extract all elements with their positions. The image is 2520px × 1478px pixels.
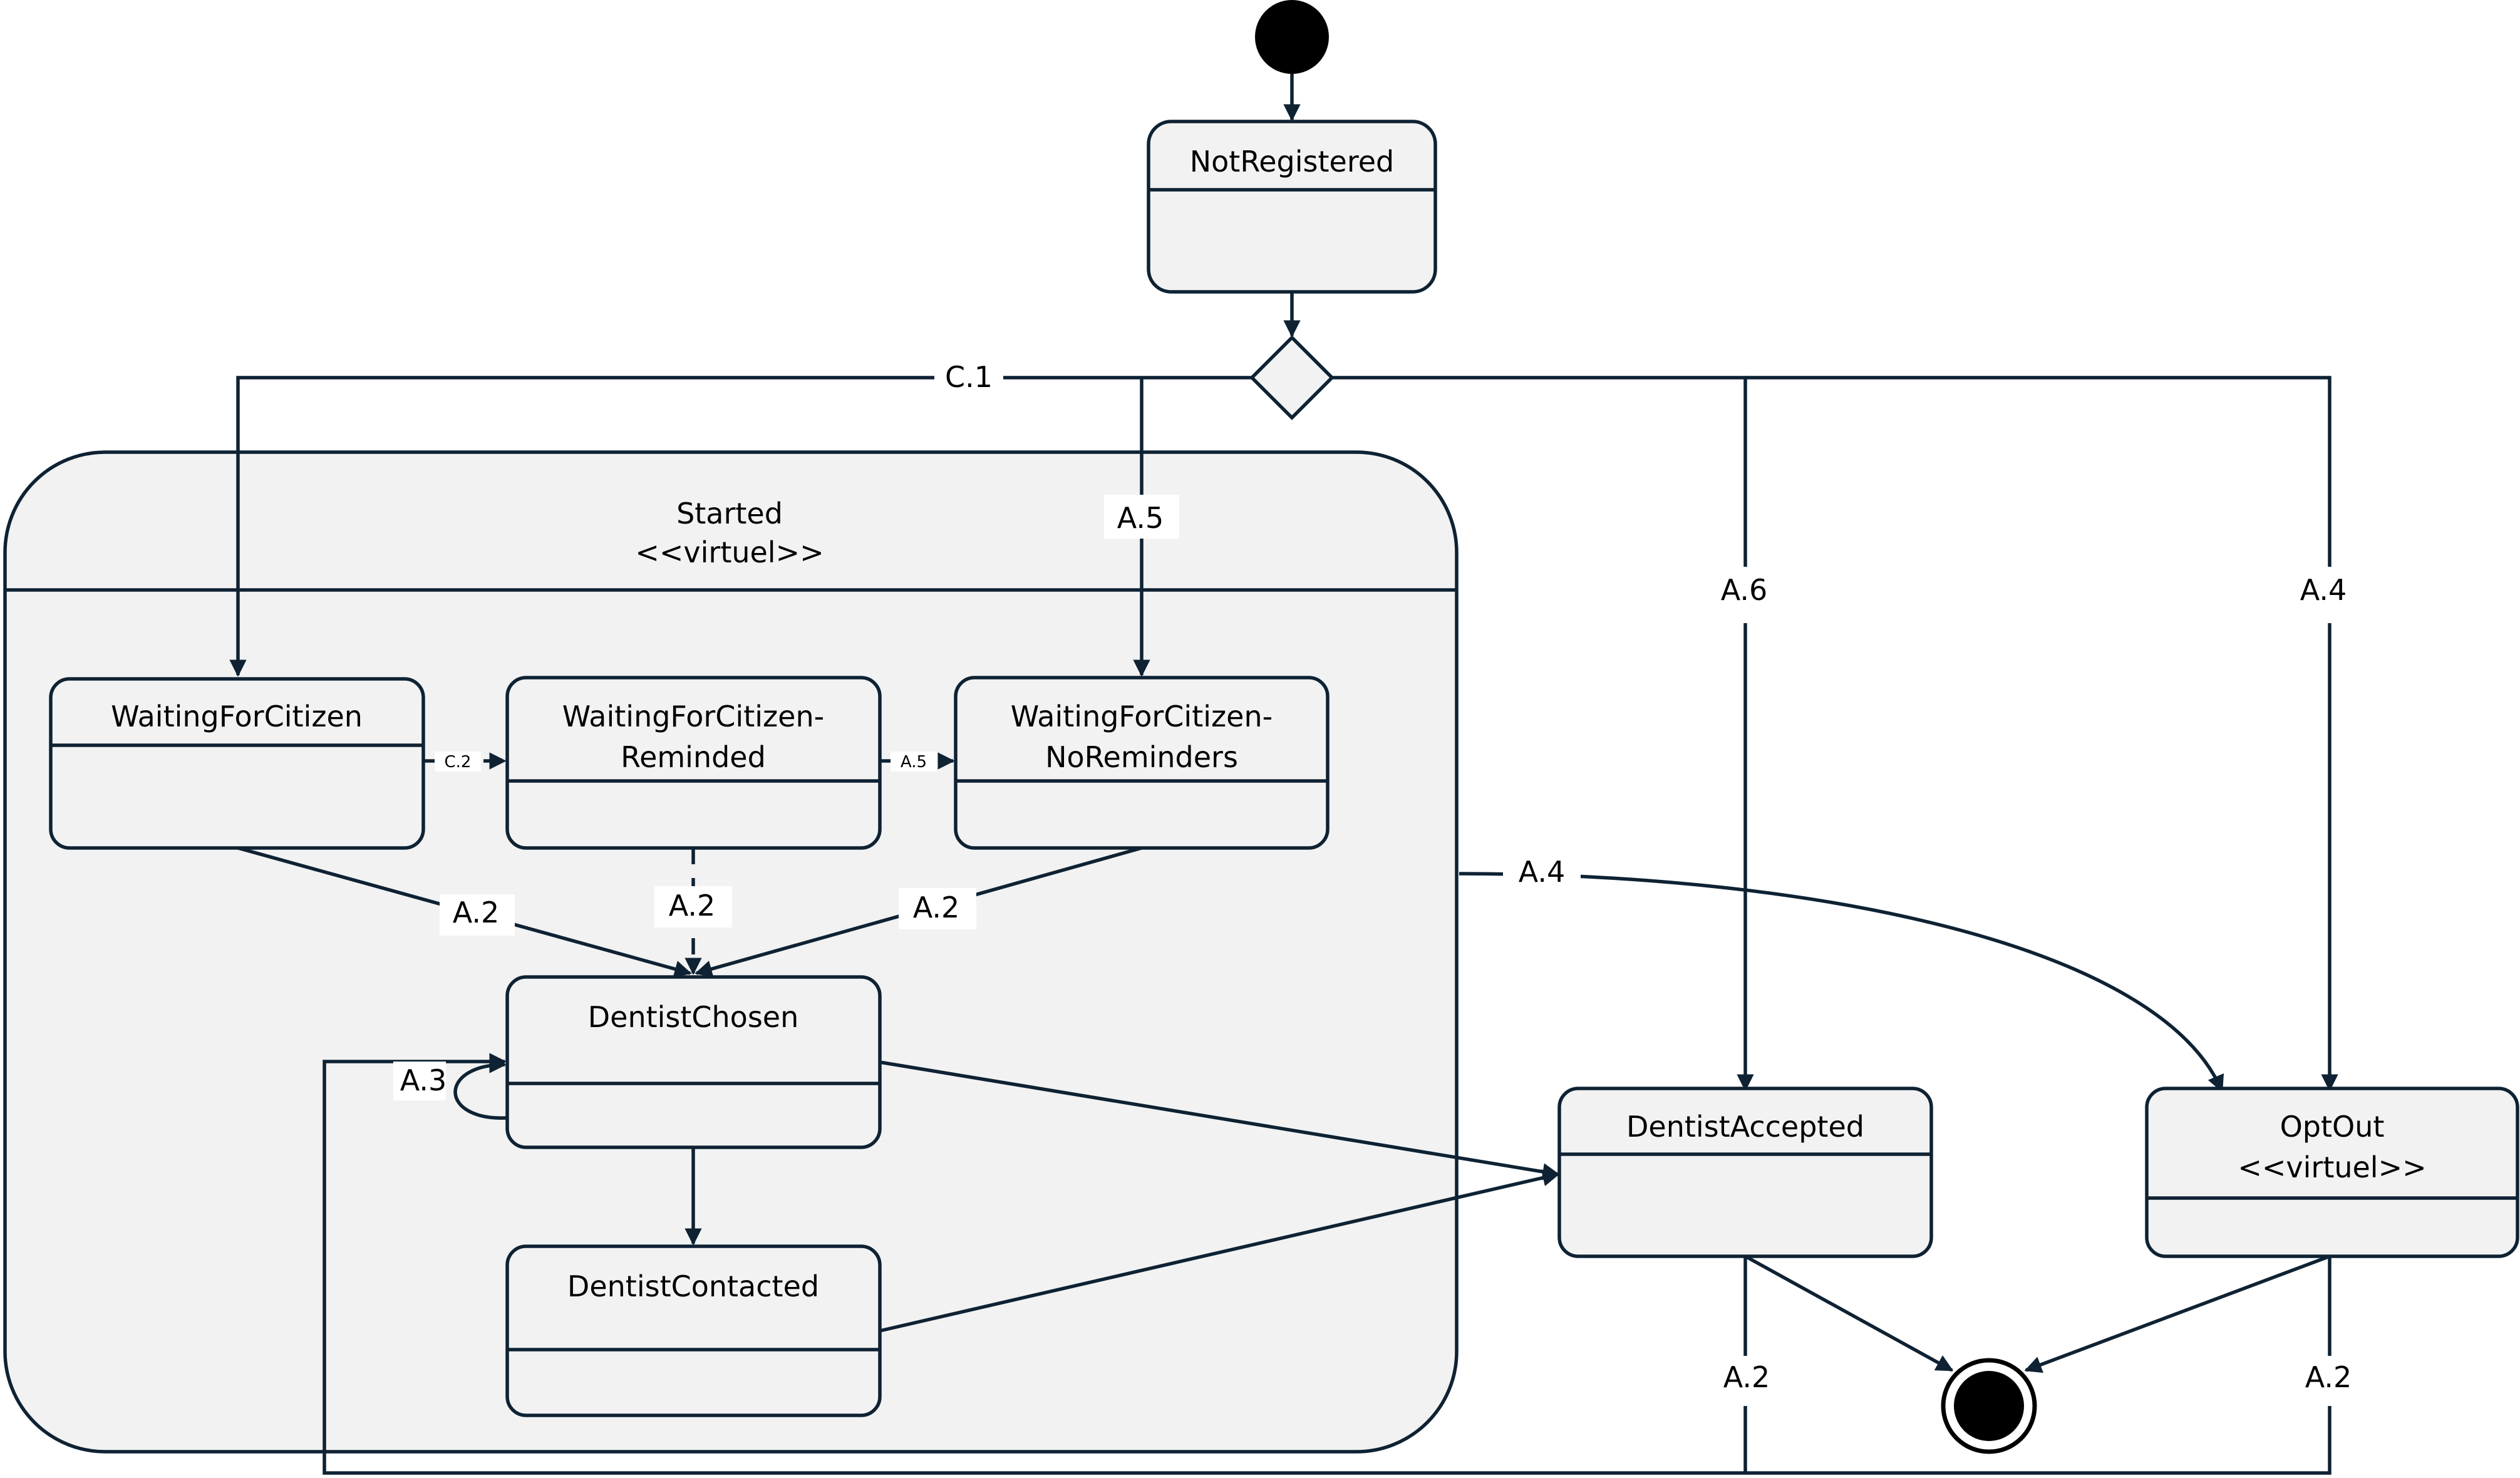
- edge-a3-selfloop: [453, 1056, 508, 1120]
- state-waitingforcitizen-label: WaitingForCitizen: [111, 700, 363, 733]
- label-a6: A.6: [1721, 573, 1768, 607]
- final-node: [1941, 1358, 2037, 1454]
- state-started-stereotype: <<virtuel>>: [635, 535, 824, 569]
- state-started-label: Started: [676, 497, 783, 530]
- label-a2-right: A.2: [913, 891, 960, 924]
- edge-chosen-to-accepted: [879, 1060, 1560, 1181]
- label-a5-top: A.5: [1117, 501, 1164, 535]
- label-c1: C.1: [945, 360, 993, 394]
- state-optout-label: OptOut: [2280, 1110, 2385, 1144]
- label-a2-mid: A.2: [669, 889, 716, 922]
- label-a2-accepted: A.2: [1723, 1360, 1770, 1394]
- label-a4-started: A.4: [1519, 855, 1566, 889]
- edge-choice-c1: [229, 376, 1252, 677]
- label-c2: C.2: [445, 753, 472, 772]
- label-a4-top: A.4: [2300, 573, 2347, 607]
- state-noreminders-label-1: WaitingForCitizen-: [1011, 700, 1273, 733]
- state-dentistaccepted-label: DentistAccepted: [1626, 1110, 1864, 1144]
- state-optout-stereotype: <<virtuel>>: [2238, 1150, 2426, 1184]
- state-waitingforcitizen-reminded[interactable]: WaitingForCitizen- Reminded: [505, 676, 882, 850]
- state-noreminders-label-2: NoReminders: [1045, 740, 1238, 774]
- state-reminded-label-2: Reminded: [621, 740, 766, 774]
- label-a3: A.3: [400, 1063, 447, 1097]
- state-dentistcontacted[interactable]: DentistContacted: [505, 1244, 882, 1417]
- state-waitingforcitizen-noreminders[interactable]: WaitingForCitizen- NoReminders: [954, 676, 1330, 850]
- state-dentistaccepted[interactable]: DentistAccepted: [1557, 1087, 1933, 1258]
- choice-node: [1249, 335, 1335, 420]
- state-dentistchosen-label: DentistChosen: [588, 1000, 799, 1034]
- label-a5-small: A.5: [901, 753, 927, 772]
- edge-choice-a4: [1745, 376, 2338, 1092]
- edge-accepted-to-final: [1744, 1254, 1954, 1372]
- edge-started-a4: [1459, 872, 2224, 1093]
- state-notregistered-label: NotRegistered: [1190, 145, 1394, 178]
- label-a2-left: A.2: [453, 896, 500, 929]
- state-notregistered[interactable]: NotRegistered: [1147, 120, 1437, 294]
- state-optout[interactable]: OptOut <<virtuel>>: [2145, 1087, 2519, 1258]
- state-reminded-label-1: WaitingForCitizen-: [562, 700, 824, 733]
- state-dentistchosen[interactable]: DentistChosen: [505, 975, 882, 1149]
- state-dentistcontacted-label: DentistContacted: [567, 1269, 819, 1303]
- edge-contacted-to-accepted: [879, 1169, 1560, 1333]
- label-a2-optout: A.2: [2305, 1360, 2352, 1394]
- edge-optout-to-final: [2024, 1254, 2330, 1373]
- state-waitingforcitizen[interactable]: WaitingForCitizen: [49, 677, 425, 850]
- initial-node: [1255, 0, 1329, 74]
